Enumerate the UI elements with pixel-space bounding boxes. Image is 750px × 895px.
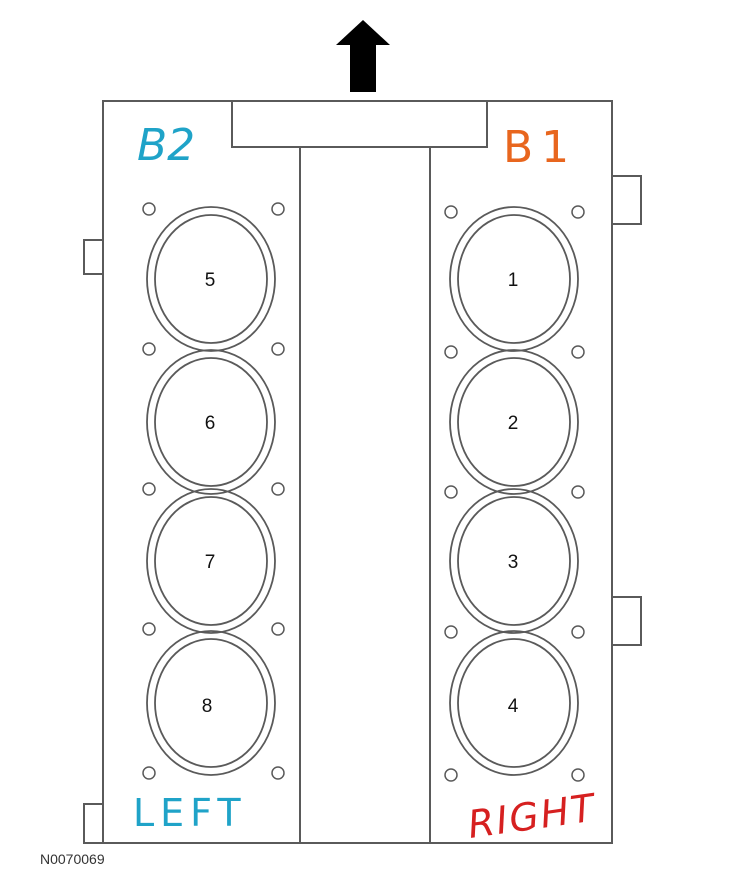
bank-1-label: B1: [503, 122, 577, 173]
front-arrow-icon: [336, 20, 390, 92]
left-cylinder-bank: [146, 206, 276, 776]
cylinder-4-label: 4: [508, 696, 519, 717]
cylinder-3-label: 3: [508, 552, 519, 573]
figure-id: N0070069: [40, 851, 105, 867]
cylinder-5-label: 5: [205, 270, 216, 291]
engine-block: [83, 100, 642, 844]
cylinder-8-label: 8: [202, 696, 213, 717]
cylinder-7-label: 7: [205, 552, 216, 573]
bank-2-label: B2: [137, 120, 195, 171]
right-cylinder-bank: [449, 206, 579, 776]
bolt-holes: [142, 202, 585, 782]
cylinder-6-label: 6: [205, 413, 216, 434]
cylinder-2-label: 2: [508, 413, 519, 434]
cylinder-1-label: 1: [508, 270, 519, 291]
left-side-label: LEFT: [133, 791, 247, 835]
